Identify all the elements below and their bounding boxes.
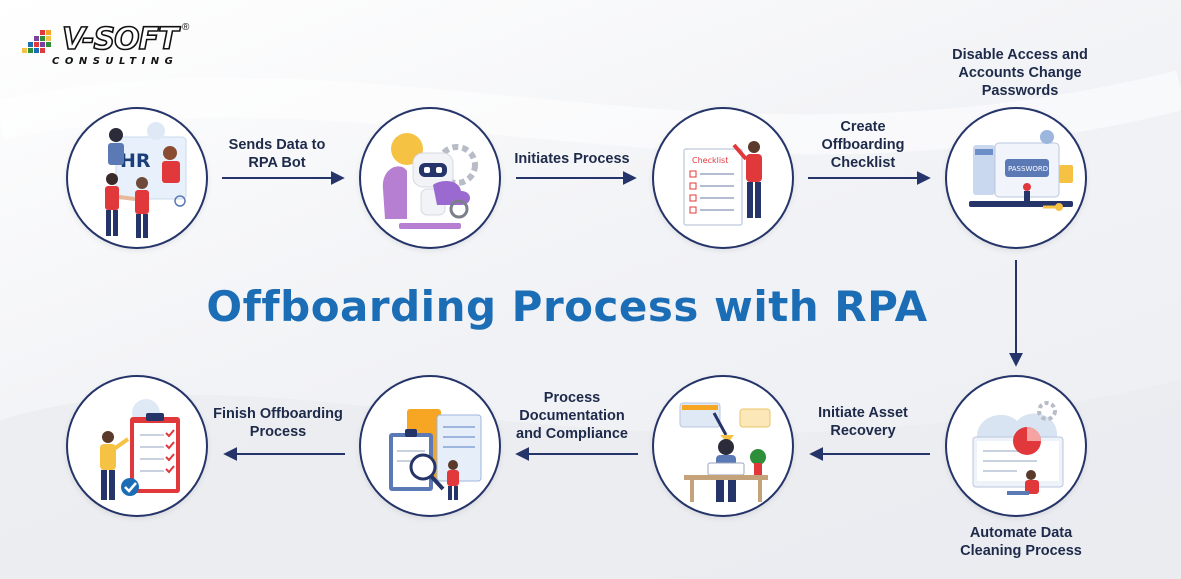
- step-3-label: Create Offboarding Checklist: [821, 119, 905, 171]
- step-7-node: [359, 375, 501, 517]
- step-8-node: [66, 375, 208, 517]
- password-icon: PASSWORD: [969, 130, 1073, 211]
- step-6-node: [652, 375, 794, 517]
- diagram-title: Offboarding Process with RPA: [206, 282, 928, 331]
- logo-pixel-icon: [22, 30, 51, 53]
- hr-team-icon: HR: [105, 122, 187, 238]
- step-2-label: Initiates Process: [514, 151, 630, 167]
- logo-registered-mark: ®: [182, 22, 190, 33]
- step-4-node: PASSWORD: [945, 107, 1087, 249]
- checklist-badge: Checklist: [692, 156, 728, 165]
- step-6-label: Initiate Asset Recovery: [818, 405, 908, 439]
- logo-tagline: CONSULTING: [52, 56, 179, 67]
- brand-logo: V-SOFT ® CONSULTING: [22, 21, 197, 74]
- step-5-label: Automate Data Cleaning Process: [960, 525, 1082, 559]
- step-8-label: Finish Offboarding Process: [213, 406, 343, 440]
- step-2-node: [359, 107, 501, 249]
- step-1-label: Sends Data to RPA Bot: [228, 137, 326, 171]
- data-cleaning-icon: [972, 401, 1064, 495]
- hr-badge: HR: [120, 150, 151, 172]
- step-5-node: [945, 375, 1087, 517]
- finish-checklist-icon: [100, 399, 180, 500]
- password-badge: PASSWORD: [1008, 165, 1048, 173]
- step-1-node: HR: [66, 107, 208, 249]
- checklist-icon: Checklist: [683, 141, 762, 226]
- documentation-icon: [389, 409, 482, 500]
- step-7-label: Process Documentation and Compliance: [516, 390, 628, 442]
- logo-wordmark: V-SOFT: [61, 21, 179, 58]
- robot-icon: [382, 133, 478, 229]
- step-4-label: Disable Access and Accounts Change Passw…: [952, 47, 1088, 99]
- step-3-node: Checklist: [652, 107, 794, 249]
- asset-recovery-icon: [679, 402, 771, 502]
